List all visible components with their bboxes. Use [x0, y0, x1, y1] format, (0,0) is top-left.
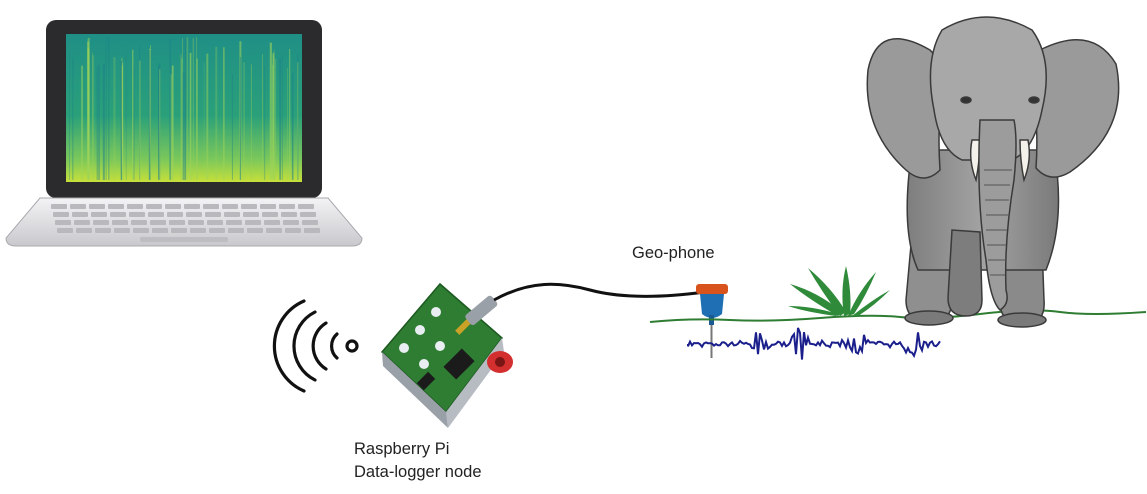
- wireless-signal-icon: [272, 299, 359, 393]
- laptop-screen: [66, 34, 302, 182]
- node-label-line1: Raspberry Pi: [354, 440, 450, 458]
- ground-line: [649, 309, 1147, 323]
- sensor-cable: [493, 282, 706, 302]
- elephant-icon: [866, 16, 1120, 328]
- laptop-icon: [5, 20, 363, 247]
- raspberry-pi-board-icon: [380, 282, 513, 428]
- geophone-label: Geo-phone: [632, 244, 715, 262]
- geophone-sensor-icon: [696, 284, 728, 358]
- node-label-line2: Data-logger node: [354, 463, 482, 481]
- spectrogram-lines: [69, 36, 299, 180]
- laptop-keyboard: [51, 204, 320, 233]
- seismic-waveform-icon: [687, 327, 941, 360]
- grass-tuft-icon: [788, 266, 890, 316]
- laptop-touchpad: [140, 237, 228, 242]
